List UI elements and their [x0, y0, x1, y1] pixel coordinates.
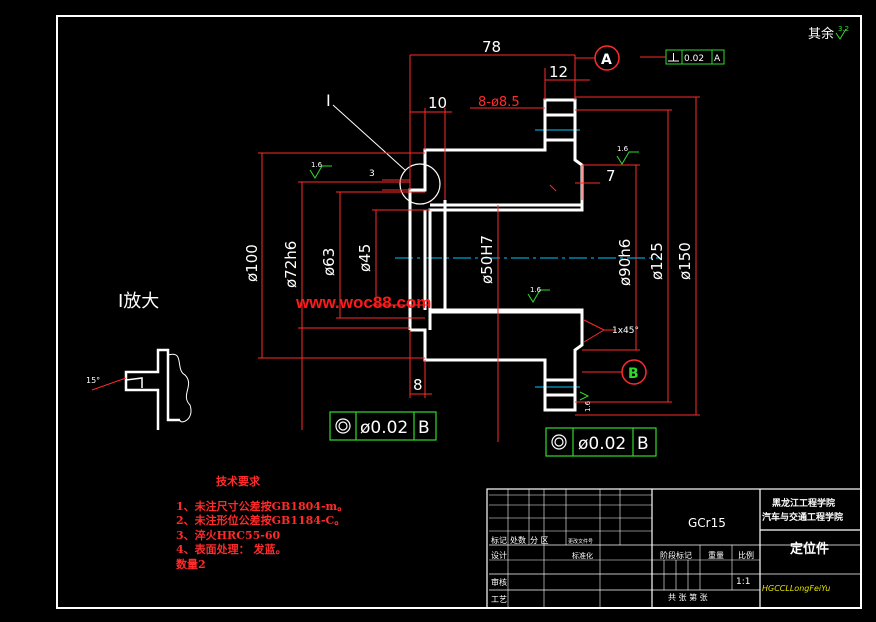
ra-label-4: 1.6 [584, 400, 592, 412]
cell-weight: 重量 [708, 550, 724, 560]
corner-ra: 3.2 [838, 25, 849, 33]
dim-7: 7 [606, 167, 616, 185]
cell-review: 审核 [491, 577, 507, 587]
dim-dia63: ø63 [320, 248, 338, 276]
dim-dia50: ø50H7 [478, 235, 496, 284]
concentricity-frame-2: ø0.02 B [545, 427, 657, 457]
cell-stage: 阶段标记 [660, 550, 692, 560]
perp-value: 0.02 [684, 54, 704, 64]
cell-mark: 标记 [491, 535, 507, 545]
cell-design: 设计 [491, 550, 507, 560]
drawing-border [56, 15, 862, 609]
dim-dia45: ø45 [356, 244, 374, 272]
dim-8: 8 [413, 376, 423, 394]
dim-holes: 8-ø8.5 [478, 95, 520, 110]
detail-title: I放大 [118, 291, 159, 312]
detail-leader [332, 104, 406, 171]
conc2-value: ø0.02 [578, 434, 626, 454]
cell-count: 处数 [510, 535, 526, 545]
cell-change: 更改文件号 [568, 538, 593, 545]
ra-label: 1.6 [311, 161, 323, 169]
dim-dia72: ø72h6 [282, 241, 300, 288]
conc1-value: ø0.02 [360, 418, 408, 438]
roughness-mark-icon-3 [527, 289, 550, 303]
note-3: 3、淬火HRC55-60 [176, 528, 280, 542]
roughness-symbol-icon [835, 28, 847, 40]
school-line-2: 汽车与交通工程学院 [762, 511, 843, 523]
perpendicularity-frame: 0.02 A [640, 49, 725, 65]
dim-3: 3 [369, 169, 375, 179]
conc1-ref: B [418, 418, 430, 438]
dim-78: 78 [482, 38, 501, 56]
ra-label-3: 1.6 [530, 286, 542, 294]
dim-12: 12 [549, 63, 568, 81]
dim-dia125: ø125 [648, 242, 666, 280]
concentricity-frame-1: ø0.02 B [329, 411, 437, 441]
note-5: 数量2 [176, 557, 206, 571]
dim-dia150: ø150 [676, 242, 694, 280]
school-line-1: 黑龙江工程学院 [772, 497, 835, 509]
dim-dia100: ø100 [243, 244, 261, 282]
dim-chamfer: 1x45° [612, 326, 639, 336]
scale-value: 1:1 [736, 577, 750, 587]
note-2: 2、未注形位公差按GB1184-C。 [176, 513, 345, 527]
note-4: 4、表面处理： 发蓝。 [176, 542, 286, 556]
conc2-ref: B [637, 434, 649, 454]
roughness-mark-icon [309, 165, 332, 179]
material: GCr15 [688, 516, 726, 530]
note-1: 1、未注尺寸公差按GB1804-m。 [176, 499, 348, 513]
roughness-mark-icon-4 [579, 391, 590, 401]
dimension-lines [258, 54, 700, 442]
detail-mark: I [326, 91, 331, 110]
cell-sheets: 共 张 第 张 [668, 592, 708, 602]
dim-10: 10 [428, 94, 447, 112]
cell-scale: 比例 [738, 550, 754, 560]
datum-b-label: B [628, 366, 639, 382]
part-name: 定位件 [789, 541, 829, 557]
cell-zone: 分 区 [530, 536, 549, 545]
cell-std: 标准化 [572, 551, 593, 560]
designer: HGCCLLongFeiYu [762, 584, 830, 593]
notes-heading: 技术要求 [216, 474, 261, 488]
roughness-mark-icon-2 [616, 151, 639, 165]
watermark: www.woc88.com [295, 293, 431, 312]
break-mark [549, 184, 557, 192]
detail-angle: 15° [86, 376, 100, 385]
detail-circle [399, 163, 441, 205]
dim-dia90: ø90h6 [616, 239, 634, 286]
corner-label: 其余 [808, 26, 834, 42]
cell-craft: 工艺 [491, 595, 507, 604]
ra-label-2: 1.6 [617, 145, 629, 153]
title-block [486, 488, 862, 609]
detail-view: 15° [86, 348, 192, 430]
datum-a-label: A [601, 52, 612, 68]
perp-ref: A [714, 54, 721, 64]
part-outline [408, 98, 584, 412]
